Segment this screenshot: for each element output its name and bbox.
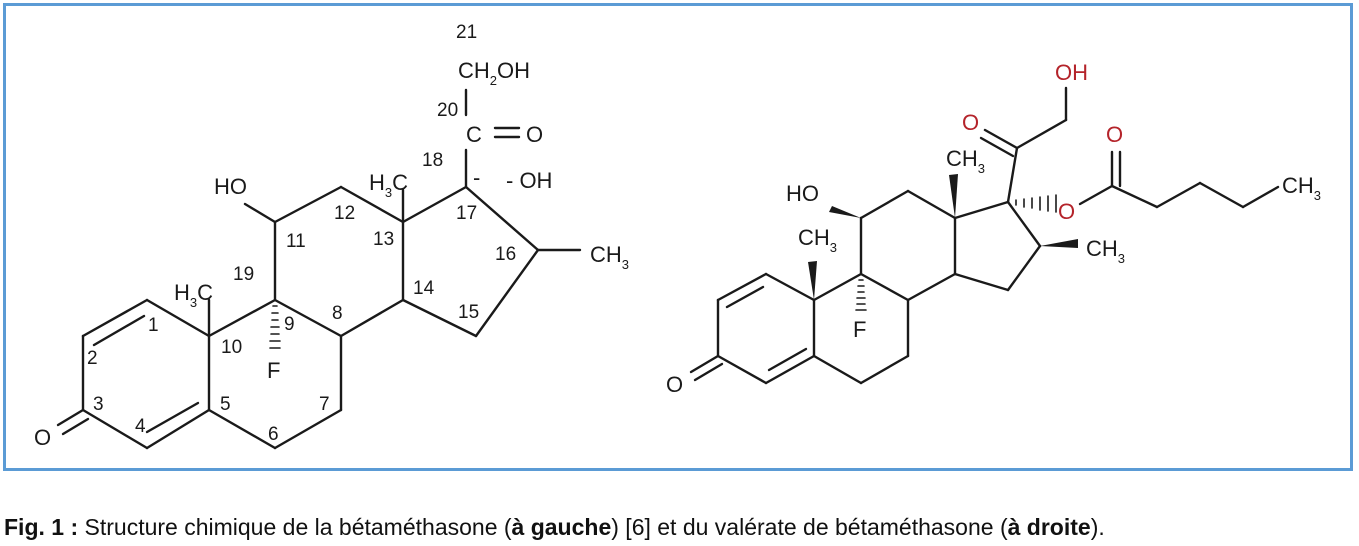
atom-number-21: 21 [456,22,477,43]
atom-number-12: 12 [334,203,355,224]
terminal-ch3-label: CH3 [1282,173,1321,203]
c17-dash: - [473,165,480,190]
atom-number-16: 16 [495,244,516,265]
caption-bold-left: à gauche [511,514,612,540]
betamethasone-valerate-structure [689,86,1280,385]
atom-number-5: 5 [220,394,231,415]
oh-label-right: OH [1055,60,1088,85]
ch3-10-label: CH3 [798,225,837,255]
ester-o-label-right: O [1058,199,1075,224]
hashed-bond-f-left [269,305,281,349]
atom-number-11: 11 [286,231,306,252]
ketone-o3-label-right: O [666,372,683,397]
fluorine-label: F [267,358,280,383]
carbonyl-o-label-right: O [1106,122,1123,147]
ketone-o-label-right: O [962,110,979,135]
atom-number-17: 17 [456,203,477,224]
ho-label-right: HO [786,181,819,206]
caption-text-3: ). [1090,514,1105,540]
bonds-right [689,86,1280,385]
atom-number-2: 2 [87,348,98,369]
caption-text-2: ) [6] et du valérate de bétaméthasone ( [611,514,1008,540]
structure-diagrams: HO O F - OH - CH2OH C O H3C H3C CH3 1 2 … [34,22,1321,450]
h3c-13-label: H3C [369,170,408,200]
atom-number-19: 19 [233,264,254,285]
ch3-16-label: CH3 [590,242,629,272]
left-atom-labels: HO O F - OH - CH2OH C O H3C H3C CH3 [34,58,629,450]
caption-fig-label: Fig. 1 : [4,514,79,540]
ch2oh-label: CH2OH [458,58,530,88]
betamethasone-structure [56,88,582,450]
bonds-left [56,88,582,450]
right-atom-labels: OH O O O CH3 HO CH3 CH3 CH3 F O [666,60,1321,397]
atom-number-4: 4 [135,416,146,437]
atom-number-9: 9 [284,314,295,335]
h3c-10-label: H3C [174,280,213,310]
figure-caption: Fig. 1 : Structure chimique de la bétamé… [4,514,1105,541]
ch3-16-label-right: CH3 [1086,236,1125,266]
atom-number-14: 14 [413,278,435,299]
atom-number-18: 18 [422,150,443,171]
figure-frame [3,3,1353,471]
hashed-bonds-right [855,194,1057,311]
atom-number-8: 8 [332,303,343,324]
atom-number-6: 6 [268,424,279,445]
atom-number-20: 20 [437,100,458,121]
atom-number-13: 13 [373,229,394,250]
c20-oxygen-label: O [526,122,543,147]
ho-label: HO [214,174,247,199]
atom-number-7: 7 [319,394,330,415]
caption-text-1: Structure chimique de la bétaméthasone ( [78,514,512,540]
left-atom-numbers: 1 2 3 4 5 6 7 8 9 10 11 12 13 14 15 16 1… [87,22,516,445]
atom-number-1: 1 [148,315,159,336]
atom-number-3: 3 [93,394,104,415]
wedge-bonds-right [808,174,1078,300]
ch3-13-label: CH3 [946,146,985,176]
oh17-label: - OH [506,168,552,193]
ketone-o-label: O [34,425,51,450]
fluorine-label-right: F [853,317,866,342]
atom-number-10: 10 [221,337,242,358]
c20-carbon-label: C [466,122,482,147]
caption-bold-right: à droite [1007,514,1091,540]
atom-number-15: 15 [458,302,479,323]
